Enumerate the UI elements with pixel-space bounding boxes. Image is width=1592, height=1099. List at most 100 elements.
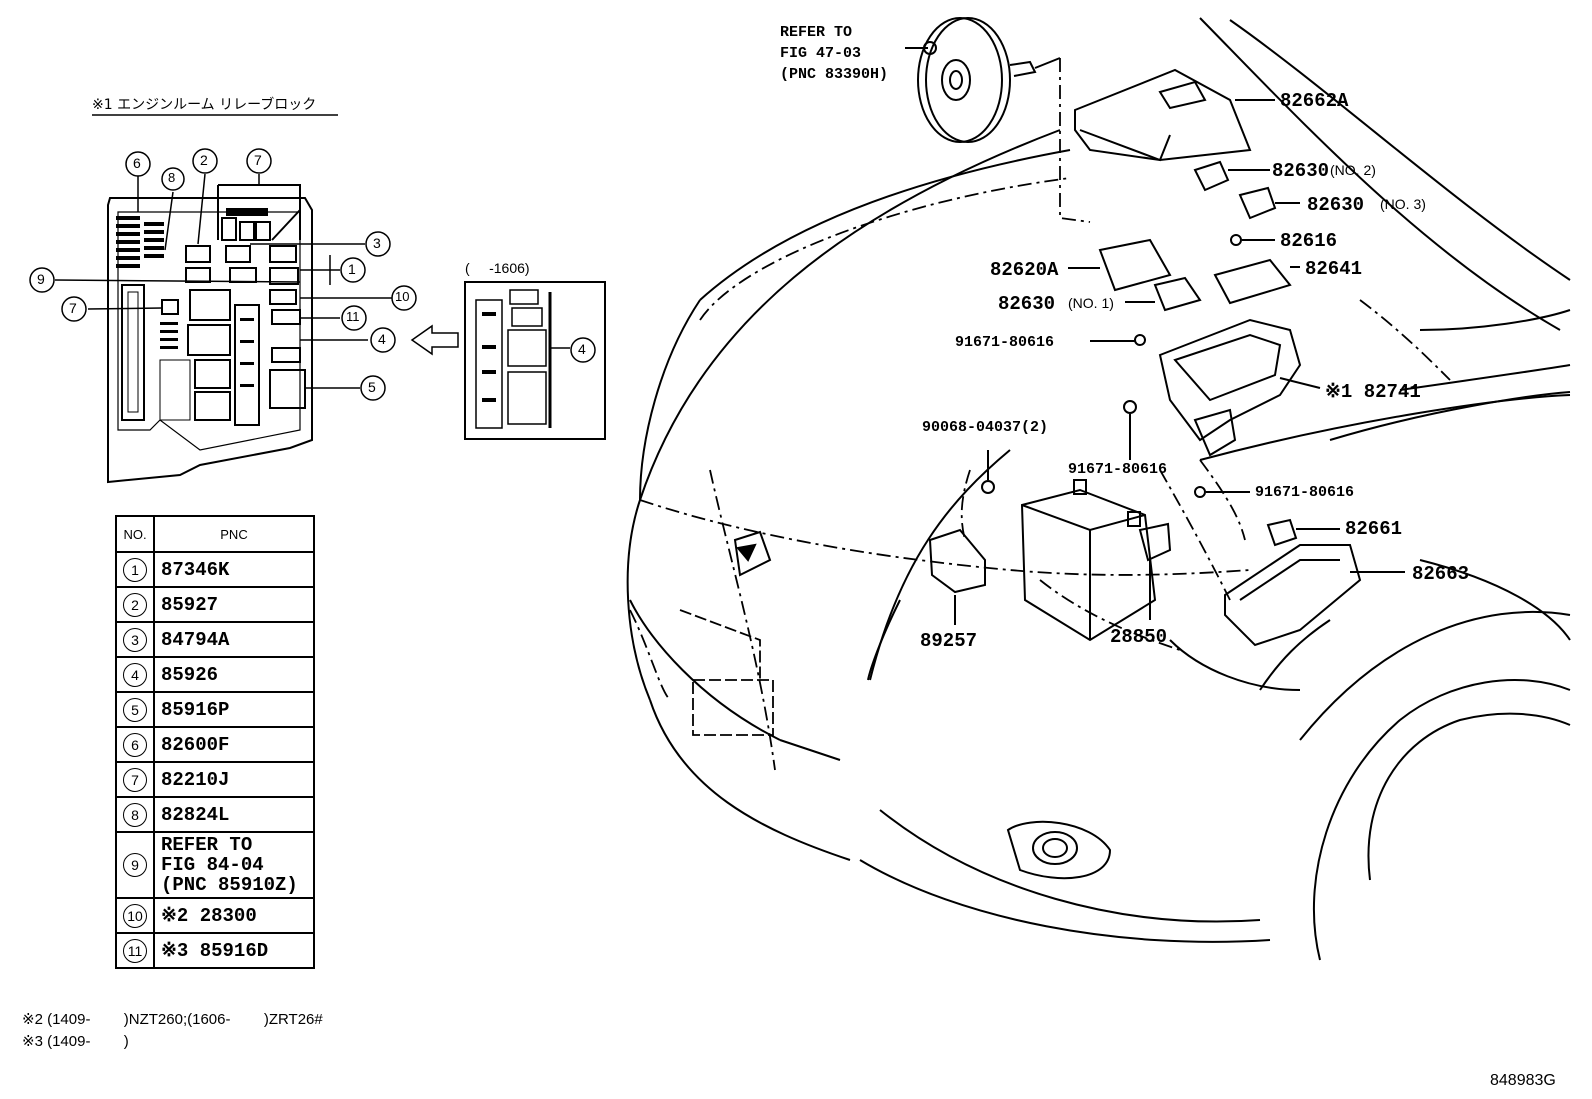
callout-9: 9: [37, 271, 45, 287]
label-91671-c[interactable]: 91671-80616: [1255, 484, 1355, 501]
row-no: 8: [123, 802, 147, 827]
refer-note: REFER TO FIG 47-03 (PNC 83390H): [780, 22, 888, 85]
callout-5: 5: [368, 379, 376, 395]
fog-lamp: [1006, 820, 1112, 880]
relays: [1193, 160, 1300, 246]
hood-outline: [629, 58, 1451, 771]
row-no: 4: [123, 662, 147, 687]
relay-units: [1068, 238, 1300, 312]
header-no: NO.: [115, 515, 155, 553]
relay-block-outline: [107, 184, 313, 484]
refer-note-line: (PNC 83390H): [780, 66, 889, 83]
row-no: 10: [123, 903, 147, 928]
label-82662A[interactable]: 82662A: [1280, 90, 1349, 112]
refer-note-line: REFER TO: [780, 24, 853, 41]
label-89257[interactable]: 89257: [920, 630, 978, 652]
callout-10: 10: [395, 289, 410, 304]
emblem: [733, 530, 772, 577]
row-pnc[interactable]: 85927: [153, 586, 315, 623]
callout-1: 1: [348, 261, 356, 277]
table-row: 11※3 85916D: [115, 932, 315, 969]
label-82620A[interactable]: 82620A: [990, 259, 1059, 281]
control-module: [928, 450, 995, 625]
pointer-arrow-icon: [410, 324, 459, 356]
row-no: 1: [123, 557, 147, 582]
table-row: 9 REFER TO FIG 84-04 (PNC 85910Z): [115, 831, 315, 899]
row-no: 11: [123, 938, 147, 963]
row-pnc[interactable]: 82824L: [153, 796, 315, 833]
label-91671-a[interactable]: 91671-80616: [955, 334, 1055, 351]
label-82741[interactable]: ※1 82741: [1325, 381, 1421, 403]
row-no: 7: [123, 767, 147, 792]
row-no: 5: [123, 697, 147, 722]
label-28850[interactable]: 28850: [1110, 626, 1168, 648]
inset-title: ※1 エンジンルーム リレーブロック: [92, 97, 317, 113]
callout-4: 4: [378, 331, 386, 347]
refer-line: FIG 84-04: [161, 854, 264, 876]
callout-3: 3: [373, 235, 381, 251]
refer-line: REFER TO: [161, 834, 253, 856]
variant-box: [464, 281, 606, 440]
figure-id: 848983G: [1490, 1072, 1556, 1089]
row-pnc[interactable]: 85916P: [153, 691, 315, 728]
label-82630-no2-suffix: (NO. 2): [1330, 162, 1376, 178]
plate-area: [692, 679, 774, 736]
label-90068[interactable]: 90068-04037(2): [922, 419, 1049, 436]
table-header: NO. PNC: [115, 515, 315, 553]
label-82630-no1[interactable]: 82630: [998, 293, 1056, 315]
inset-callout-circles: [29, 148, 596, 401]
row-pnc[interactable]: 82600F: [153, 726, 315, 763]
row-pnc-refer[interactable]: REFER TO FIG 84-04 (PNC 85910Z): [153, 831, 315, 899]
row-no: 9: [123, 853, 147, 877]
footnote-2: ※2 (1409- )NZT260;(1606- )ZRT26#: [22, 1011, 323, 1028]
fuse-box-cover: [1074, 68, 1275, 162]
footnotes: ※2 (1409- )NZT260;(1606- )ZRT26# ※3 (140…: [22, 1010, 323, 1054]
callout-4-variant: 4: [578, 341, 586, 357]
table-row: 10※2 28300: [115, 897, 315, 934]
battery-tray: [1194, 486, 1405, 647]
callout-2: 2: [200, 152, 208, 168]
callout-11: 11: [346, 309, 360, 324]
refer-note-line: FIG 47-03: [780, 45, 862, 62]
label-82630-no2[interactable]: 82630: [1272, 160, 1330, 182]
label-91671-b[interactable]: 91671-80616: [1068, 461, 1168, 478]
row-pnc[interactable]: 84794A: [153, 621, 315, 658]
brake-booster: [905, 17, 1061, 143]
relay-block-bracket: [1090, 318, 1321, 460]
row-pnc[interactable]: 82210J: [153, 761, 315, 798]
row-pnc[interactable]: ※2 28300: [153, 897, 315, 934]
label-82630-no3[interactable]: 82630: [1307, 194, 1365, 216]
row-pnc[interactable]: 87346K: [153, 551, 315, 588]
refer-line: (PNC 85910Z): [161, 874, 298, 896]
footnote-3: ※3 (1409- ): [22, 1033, 129, 1050]
callout-6: 6: [133, 155, 141, 171]
label-82661[interactable]: 82661: [1345, 518, 1403, 540]
variant-box-parts: [475, 289, 570, 429]
row-no: 6: [123, 732, 147, 757]
label-82663[interactable]: 82663: [1412, 563, 1470, 585]
callout-7b: 7: [69, 300, 77, 316]
callout-8: 8: [168, 170, 176, 185]
row-no: 3: [123, 627, 147, 652]
car-body: [626, 17, 1571, 961]
label-82641[interactable]: 82641: [1305, 258, 1363, 280]
label-82630-no3-suffix: (NO. 3): [1380, 196, 1426, 212]
inset-variant-label: ( -1606): [465, 260, 530, 276]
row-no: 2: [123, 592, 147, 617]
battery: [1020, 479, 1172, 642]
row-pnc[interactable]: ※3 85916D: [153, 932, 315, 969]
relay-block-fuses: [116, 208, 268, 387]
callout-7a: 7: [254, 152, 262, 168]
row-pnc[interactable]: 85926: [153, 656, 315, 693]
label-82616[interactable]: 82616: [1280, 230, 1338, 252]
label-82630-no1-suffix: (NO. 1): [1068, 295, 1114, 311]
